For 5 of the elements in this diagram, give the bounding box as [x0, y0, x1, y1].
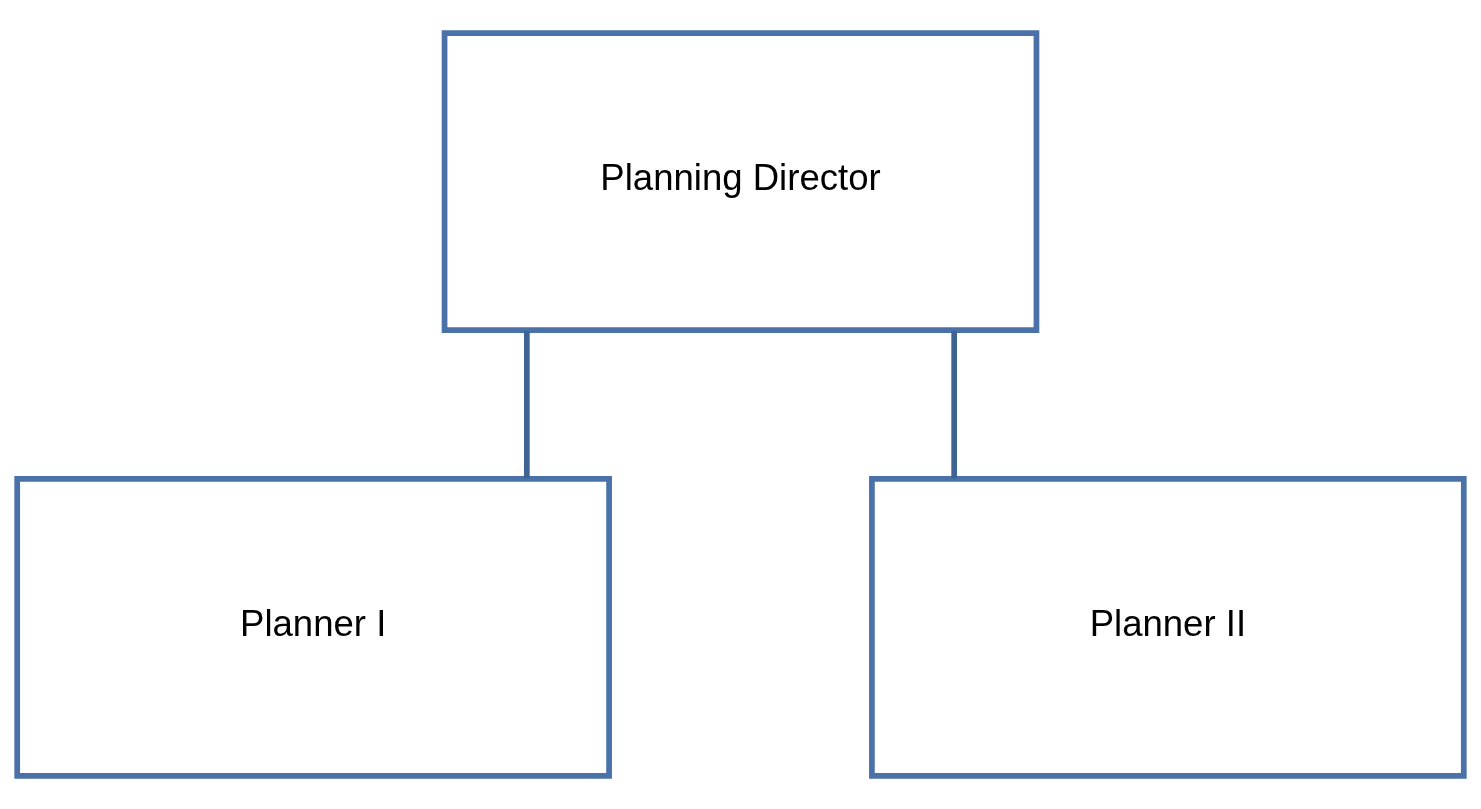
node-box: Planner I: [14, 475, 612, 779]
connector: [951, 330, 958, 479]
node-box: Planning Director: [441, 30, 1040, 334]
connector: [523, 330, 530, 479]
node-box: Planner II: [869, 475, 1467, 779]
